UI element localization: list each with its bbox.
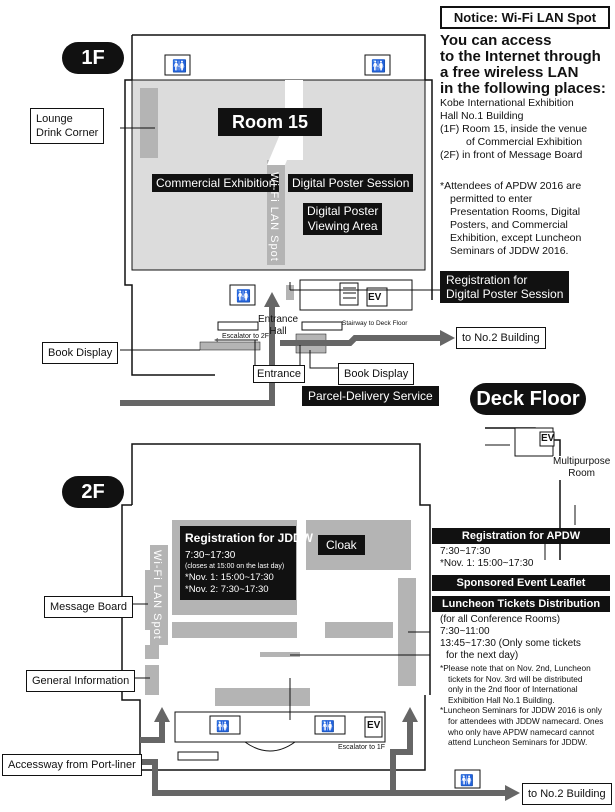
luncheon-line-3: for the next day) [446, 650, 519, 661]
general-information-label: General Information [26, 670, 136, 692]
svg-text:🚻: 🚻 [216, 720, 230, 733]
floor-label-deck: Deck Floor [470, 383, 586, 415]
luncheon-head: Luncheon Tickets Distribution [432, 596, 610, 612]
luncheon-line-1: 7:30~11:00 [440, 626, 490, 637]
ev-deck: EV [541, 433, 555, 444]
luncheon-notes: *Please note that on Nov. 2nd, Luncheon … [440, 663, 603, 748]
sponsored-leaflet-head: Sponsored Event Leaflet [432, 575, 610, 591]
message-board-label: Message Board [44, 596, 134, 618]
registration-poster-label: Registration for Digital Poster Session [440, 271, 570, 303]
to-no2-arrow-1f [280, 335, 440, 346]
digital-poster-viewing-label: Digital Poster Viewing Area [303, 203, 383, 235]
notice-headline-1: to the Internet through [440, 48, 601, 65]
room15-label: Room 15 [218, 108, 323, 136]
jddw-time-2: *Nov. 1: 15:00~17:30 [185, 572, 274, 583]
ev-2f: EV [367, 720, 381, 731]
wifi-spot-2f: Wi-Fi LAN Spot [151, 550, 163, 640]
parcel-delivery-label: Parcel-Delivery Service [302, 386, 439, 406]
floor-label-1f: 1F [62, 42, 124, 74]
entrance-label: Entrance [253, 365, 306, 383]
floor-label-2f: 2F [62, 476, 124, 508]
digital-poster-session-label: Digital Poster Session [288, 174, 414, 192]
accessway-label: Accessway from Port-liner [2, 754, 142, 776]
notice-headline-3: in the following places: [440, 80, 606, 97]
notice-place-1: Hall No.1 Building [440, 110, 524, 122]
notice-place-2: (1F) Room 15, inside the venue [440, 123, 588, 135]
escalator-to-2f: Escalator to 2F [222, 333, 270, 340]
luncheon-note-4: *Luncheon Seminars for JDDW 2016 is only [440, 705, 602, 716]
multipurpose-line-0: Multipurpose [553, 456, 611, 467]
viewing-line-1: Viewing Area [307, 219, 378, 233]
attendee-note-3: Posters, and Commercial [450, 219, 568, 231]
entrance-hall-1: Hall [269, 326, 287, 337]
lounge-area [140, 88, 158, 158]
luncheon-note-3: Exhibition Hall No.1 Building. [448, 694, 555, 705]
wifi-corridor-2f [150, 545, 168, 645]
notice-place-0: Kobe International Exhibition [440, 97, 574, 109]
attendee-note-2: Presentation Rooms, Digital [450, 206, 581, 218]
svg-text:🚻: 🚻 [371, 59, 386, 73]
luncheon-note-5: for attendees with JDDW namecard. Ones [448, 715, 604, 726]
svg-text:🚻: 🚻 [460, 774, 474, 787]
entrance-hall-0: Entrance [258, 314, 299, 325]
luncheon-info: (for all Conference Rooms) 7:30~11:00 13… [440, 614, 581, 662]
luncheon-note-6: who only have APDW namecard cannot [448, 726, 595, 737]
notice-place-4: (2F) in front of Message Board [440, 149, 583, 161]
viewing-line-0: Digital Poster [307, 204, 379, 218]
notice-headline-2: a free wireless LAN [440, 64, 579, 81]
luncheon-note-0: *Please note that on Nov. 2nd, Luncheon [440, 663, 591, 673]
multipurpose-line-1: Room [568, 468, 595, 479]
wifi-notice: Notice: Wi-Fi LAN Spot You can access to… [440, 6, 610, 162]
lounge-line-1: Drink Corner [36, 127, 99, 139]
apdw-time-1: *Nov. 1: 15:00~17:30 [440, 557, 534, 569]
book-display-right: Book Display [338, 363, 415, 385]
registration-apdw-head: Registration for APDW [432, 528, 610, 544]
jddw-time-3: *Nov. 2: 7:30~17:30 [185, 584, 269, 595]
stairway-to-deck: Stairway to Deck Floor [342, 320, 408, 327]
luncheon-note-2: only in the 2nd floor of International [448, 684, 578, 695]
escalator-to-1f: Escalator to 1F [338, 744, 386, 751]
attendee-note-4: Exhibition, except Luncheon [450, 232, 582, 244]
reg-poster-line-1: Digital Poster Session [446, 287, 564, 301]
reg-poster-line-0: Registration for [446, 273, 528, 287]
lounge-label: Lounge Drink Corner [30, 108, 105, 144]
attendee-note-1: permitted to enter [450, 193, 533, 205]
registration-jddw-title: Registration for JDDW [185, 531, 314, 545]
svg-text:🚻: 🚻 [321, 720, 335, 733]
luncheon-line-2: 13:45~17:30 (Only some tickets [440, 638, 581, 649]
luncheon-note-7: attend Luncheon Seminars for JDDW. [448, 737, 588, 748]
2f-building-outline [131, 443, 431, 695]
wifi-spot-1f: Wi-Fi LAN Spot [268, 172, 280, 262]
notice-place-3: of Commercial Exhibition [466, 136, 583, 148]
to-no2-building-1f: to No.2 Building [456, 327, 546, 349]
luncheon-note-1: tickets for Nov. 3rd will be distributed [448, 673, 583, 684]
jddw-time-0: 7:30~17:30 [185, 550, 236, 561]
attendee-note-0: *Attendees of APDW 2016 are [440, 180, 582, 192]
entrance-hall-label: Entrance Hall [258, 314, 298, 338]
notice-title: Notice: Wi-Fi LAN Spot [440, 6, 610, 29]
attendee-note-5: Seminars of JDDW 2016. [450, 245, 569, 257]
lounge-line-0: Lounge [36, 113, 73, 125]
jddw-time-1: (closes at 15:00 on the last day) [185, 563, 285, 570]
book-display-left: Book Display [42, 342, 119, 364]
svg-text:🚻: 🚻 [236, 289, 251, 303]
to-no2-building-2f: to No.2 Building [522, 783, 612, 805]
commercial-exhibition-label: Commercial Exhibition [152, 174, 280, 192]
accessway-arrow-2f [95, 759, 505, 796]
luncheon-line-0: (for all Conference Rooms) [440, 614, 561, 625]
registration-jddw-box: Registration for JDDW 7:30~17:30 (closes… [180, 526, 314, 600]
entrance-arrow-1f [120, 305, 275, 406]
cloak-label: Cloak [318, 535, 365, 555]
ev-1f: EV [368, 292, 382, 303]
svg-text:🚻: 🚻 [172, 59, 187, 73]
apdw-time-0: 7:30~17:30 [440, 546, 491, 557]
multipurpose-room: Multipurpose Room [553, 456, 611, 480]
notice-headline-0: You can access [440, 32, 552, 49]
apdw-times: 7:30~17:30 *Nov. 1: 15:00~17:30 [440, 546, 534, 569]
attendee-note: *Attendees of APDW 2016 are permitted to… [440, 180, 612, 258]
